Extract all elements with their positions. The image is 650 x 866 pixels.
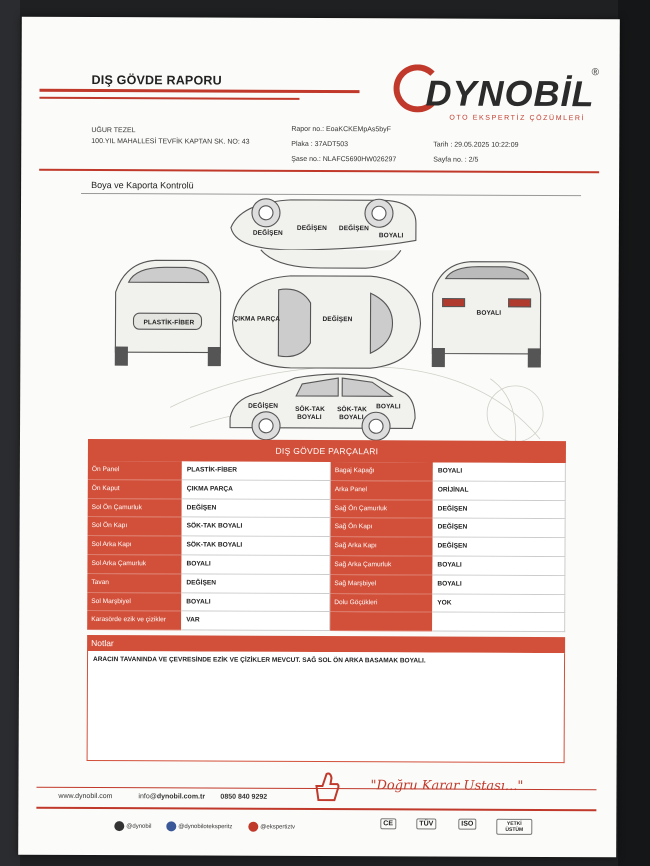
part-status-right: DEĞİŞEN bbox=[432, 518, 566, 539]
top-label-degisen-1: DEĞİŞEN bbox=[252, 229, 283, 237]
social-facebook[interactable]: @dynobiloteksperitz bbox=[166, 821, 232, 832]
part-label-right: Arka Panel bbox=[330, 480, 433, 501]
social-youtube[interactable]: @ekspertiztv bbox=[248, 821, 295, 832]
part-label-right: Bagaj Kapağı bbox=[330, 462, 433, 482]
part-status-right: DEĞİŞEN bbox=[432, 537, 566, 558]
parts-table-header: DIŞ GÖVDE PARÇALARI bbox=[87, 438, 566, 464]
part-status-right: BOYALI bbox=[432, 575, 566, 595]
side-label-boyali-3: BOYALI bbox=[376, 403, 401, 411]
footer-phone[interactable]: 0850 840 9292 bbox=[220, 793, 268, 801]
notes-box: ARACIN TAVANINDA VE ÇEVRESİNDE EZİK VE Ç… bbox=[86, 650, 566, 764]
part-label-right: Sağ Marşbiyel bbox=[330, 574, 433, 595]
part-status-right bbox=[432, 612, 566, 633]
part-status-left: SÖK-TAK BOYALI bbox=[181, 536, 331, 557]
background-edge-left bbox=[0, 0, 20, 866]
youtube-icon bbox=[248, 821, 259, 832]
part-status-left: BOYALI bbox=[181, 592, 331, 613]
social-tiktok[interactable]: @dynobil bbox=[114, 821, 151, 832]
top-label-degisen-3: DEĞİŞEN bbox=[338, 225, 369, 233]
part-status-left: SÖK-TAK BOYALI bbox=[181, 517, 331, 538]
footer-website[interactable]: www.dynobil.com bbox=[58, 792, 113, 801]
ce-badge: CE bbox=[380, 818, 397, 830]
thumbs-up-icon bbox=[315, 772, 340, 802]
top-label-boyali: BOYALI bbox=[378, 232, 404, 240]
part-status-left: ÇIKMA PARÇA bbox=[181, 480, 331, 500]
car-rear-view bbox=[431, 261, 542, 368]
roof-label-degisen: DEĞİŞEN bbox=[322, 316, 353, 324]
email-prefix: info@ bbox=[138, 793, 157, 801]
side-label-boyali-2: BOYALI bbox=[339, 414, 364, 422]
side-label-soktak-1: SÖK-TAK bbox=[295, 405, 325, 414]
part-status-left: DEĞİŞEN bbox=[181, 498, 331, 519]
part-label-right: Dolu Göçükleri bbox=[330, 593, 433, 613]
footer-email[interactable]: info@dynobil.com.tr bbox=[138, 793, 205, 800]
part-label-right: Sağ Arka Çamurluk bbox=[330, 556, 433, 576]
part-status-left: BOYALI bbox=[181, 555, 331, 575]
tuv-badge: TÜV bbox=[416, 818, 437, 830]
background-edge-right bbox=[618, 0, 650, 866]
part-status-left: DEĞİŞEN bbox=[181, 574, 331, 594]
car-roof-view bbox=[231, 275, 422, 369]
email-domain: dynobil.com.tr bbox=[156, 793, 206, 801]
part-label-left: Sol Arka Çamurluk bbox=[87, 554, 182, 575]
footer-slogan: "Doğru Karar Ustası..." bbox=[370, 778, 524, 794]
part-label-left: Karasörde ezik ve çizikler bbox=[87, 611, 182, 631]
car-diagram bbox=[114, 198, 544, 500]
part-label-left: Sol Ön Çamurluk bbox=[87, 498, 182, 518]
part-label-right: Sağ Ön Çamurluk bbox=[330, 499, 433, 519]
facebook-icon bbox=[166, 821, 177, 832]
iso-badge: ISO bbox=[458, 818, 477, 830]
car-top-view bbox=[230, 198, 417, 269]
part-status-right: BOYALI bbox=[432, 462, 566, 482]
part-status-left: PLASTİK-FİBER bbox=[181, 461, 331, 481]
part-label-left: Tavan bbox=[87, 573, 182, 593]
part-status-right: DEĞİŞEN bbox=[432, 500, 566, 520]
yetki-badge: YETKİ ÜSTÜM bbox=[496, 818, 533, 835]
tiktok-icon bbox=[114, 821, 125, 832]
roof-label-cikma-parca: ÇIKMA PARÇA bbox=[233, 315, 281, 323]
notes-text: ARACIN TAVANINDA VE ÇEVRESİNDE EZİK VE Ç… bbox=[93, 656, 426, 665]
part-label-right: Sağ Arka Kapı bbox=[330, 537, 433, 557]
car-side-view bbox=[229, 373, 416, 441]
part-label-left: Ön Kaput bbox=[87, 479, 182, 499]
part-label-right: Sağ Ön Kapı bbox=[330, 518, 433, 538]
side-label-degisen: DEĞİŞEN bbox=[248, 402, 279, 410]
car-front-view bbox=[114, 259, 222, 367]
report-page: DIŞ GÖVDE RAPORU DYNOBİL ® OTO EKSPERTİZ… bbox=[18, 16, 620, 858]
part-label-left: Sol Arka Kapı bbox=[87, 536, 182, 556]
part-status-right: YOK bbox=[432, 594, 566, 614]
rear-label-boyali: BOYALI bbox=[476, 309, 502, 317]
part-label-right bbox=[330, 612, 433, 632]
part-status-right: BOYALI bbox=[432, 556, 566, 576]
side-label-boyali-1: BOYALI bbox=[297, 413, 322, 422]
part-status-left: VAR bbox=[181, 611, 331, 632]
side-label-soktak-2: SÖK-TAK bbox=[337, 406, 367, 414]
front-label-plastik-fiber: PLASTİK-FİBER bbox=[143, 319, 195, 327]
top-label-degisen-2: DEĞİŞEN bbox=[296, 224, 327, 233]
part-status-right: ORİJİNAL bbox=[432, 481, 566, 501]
part-label-left: Ön Panel bbox=[87, 460, 182, 481]
part-label-left: Sol Marşbiyel bbox=[87, 592, 182, 612]
part-label-left: Sol Ön Kapı bbox=[87, 517, 182, 537]
